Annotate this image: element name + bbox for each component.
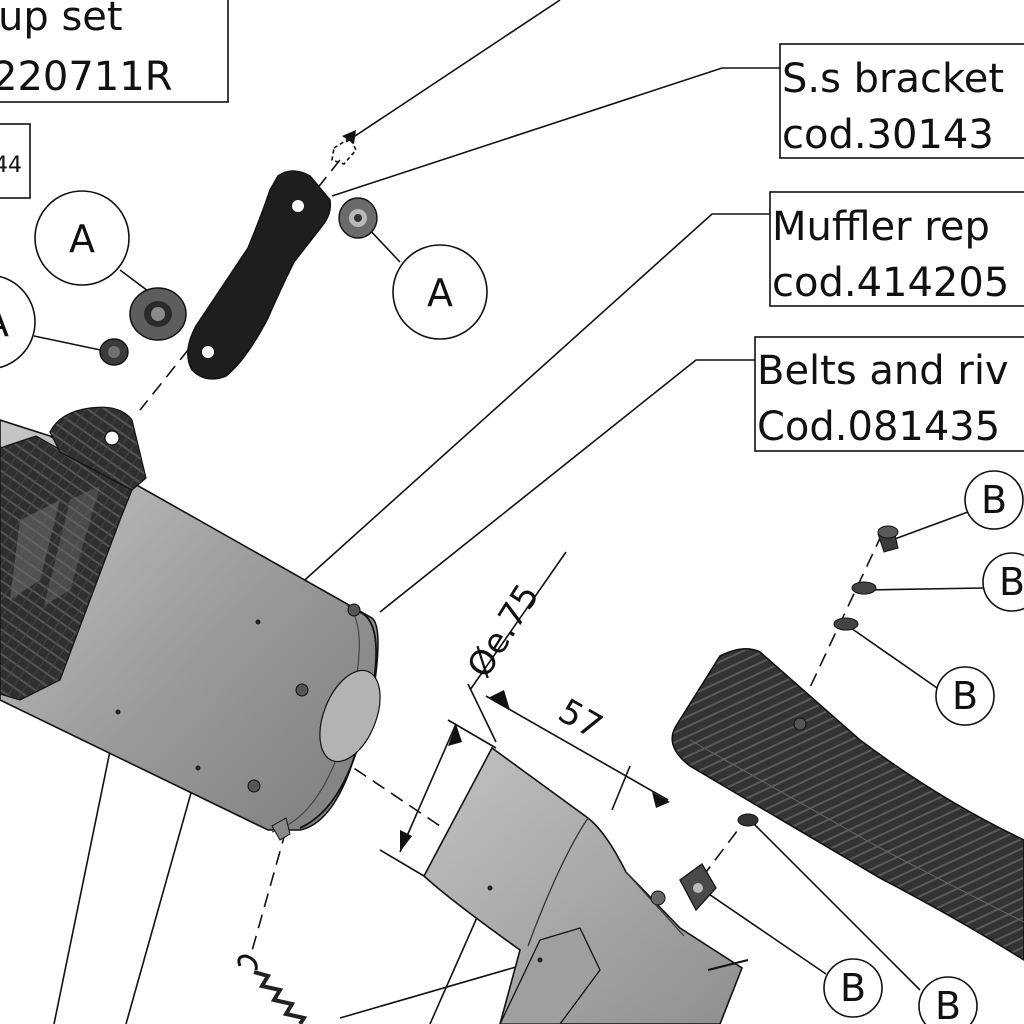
callout-a-left: A <box>0 275 36 369</box>
small-code-text: 44 <box>0 153 22 178</box>
kit-title-line2: 220711R <box>0 54 173 100</box>
callout-b-5-text: B <box>935 984 961 1024</box>
spring-clip-top <box>331 130 357 165</box>
bolt-b1 <box>877 525 899 553</box>
callout-a-top-text: A <box>69 217 95 261</box>
callout-a-right: A <box>392 244 488 340</box>
bracket-label-line1: S.s bracket <box>782 56 1004 102</box>
bracket-label-box: S.s bracket cod.30143 <box>779 43 1024 159</box>
clamp-nut-b5 <box>679 863 717 912</box>
callout-a-left-text: A <box>0 301 9 345</box>
washer-b2 <box>851 581 877 595</box>
bracket-hole-bottom <box>202 346 214 358</box>
bracket-hole-top <box>292 200 304 212</box>
callout-a-right-text: A <box>427 271 453 315</box>
callout-b-4-text: B <box>840 966 866 1010</box>
nut-right <box>338 197 378 239</box>
muffler-mount-hole <box>104 430 120 446</box>
muffler-label-line2: cod.414205 <box>772 260 1009 306</box>
callout-b-1-text: B <box>981 478 1007 522</box>
callout-b-1: B <box>964 470 1024 530</box>
callout-a-top: A <box>34 190 130 286</box>
callout-b-3-text: B <box>952 674 978 718</box>
kit-title-box: up set 220711R <box>0 0 229 103</box>
washer-b3 <box>833 617 859 631</box>
washer-flanged <box>129 287 187 341</box>
kit-title-line1: up set <box>0 0 123 40</box>
rivet-b4 <box>737 813 759 827</box>
small-code-box: 44 <box>0 123 31 199</box>
nut-small <box>99 338 129 366</box>
carbon-heat-shield <box>671 648 1024 961</box>
callout-b-4: B <box>823 958 883 1018</box>
diameter-dimension-text: Øe.75 <box>460 577 548 684</box>
callout-b-2: B <box>982 552 1024 612</box>
callout-b-2-text: B <box>999 560 1024 604</box>
callout-b-3: B <box>935 666 995 726</box>
belts-label-box: Belts and riv Cod.081435 <box>754 336 1024 452</box>
muffler-label-line1: Muffler rep <box>772 204 990 250</box>
ss-bracket <box>187 170 332 380</box>
muffler <box>0 406 381 841</box>
callout-b-5: B <box>918 976 978 1024</box>
belts-label-line1: Belts and riv <box>757 348 1009 394</box>
spring <box>237 954 308 1024</box>
muffler-label-box: Muffler rep cod.414205 <box>769 191 1024 307</box>
bracket-label-line2: cod.30143 <box>782 112 994 158</box>
link-pipe <box>423 746 749 1024</box>
belts-label-line2: Cod.081435 <box>757 404 1000 450</box>
